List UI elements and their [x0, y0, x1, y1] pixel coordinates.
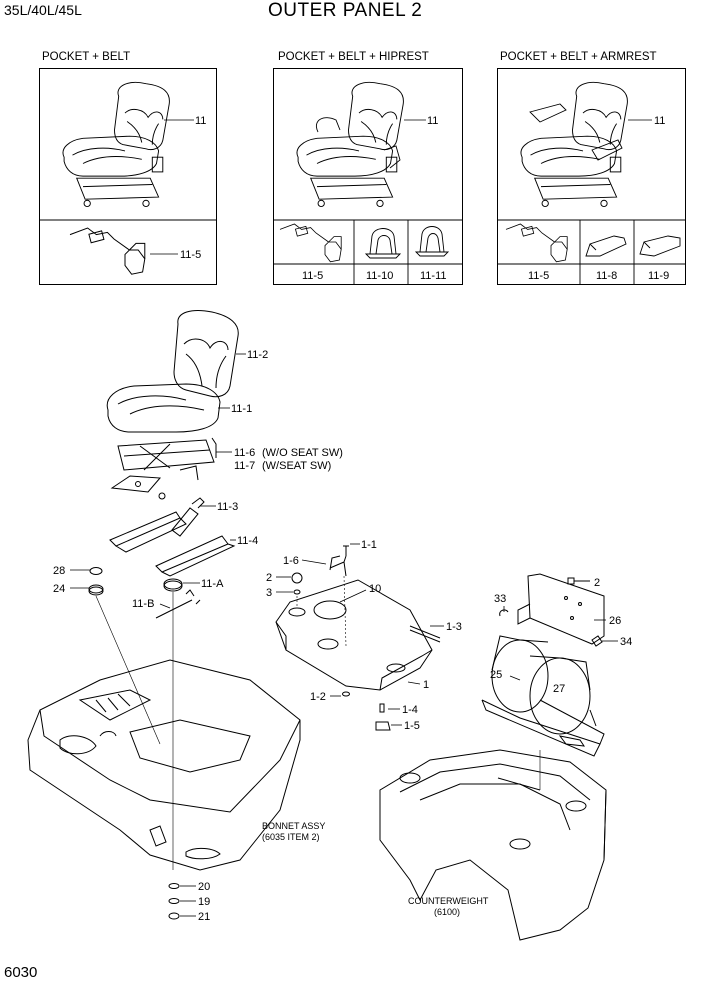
callout-11-10: 11-10 [366, 270, 393, 282]
callout-27: 27 [553, 683, 565, 695]
counterweight-assembly [379, 749, 607, 941]
seat-rails [109, 511, 236, 577]
part-3-washer [293, 589, 301, 595]
part-1-4-pin [379, 703, 385, 713]
part-1-5-bumper [375, 721, 391, 731]
option-box-pocket-belt-hiprest [273, 68, 463, 285]
part-25-27-cylinder-holder [481, 635, 605, 757]
part-34-nut [591, 635, 603, 647]
callout-11-opt2: 11 [427, 115, 438, 127]
armrest-right-icon [639, 235, 681, 257]
part-1-2-washer [342, 691, 350, 697]
callout-11-6: 11-6 [234, 447, 255, 459]
callout-1-5: 1-5 [404, 720, 420, 732]
callout-11-4: 11-4 [237, 535, 258, 547]
part-1-3-rod [409, 625, 441, 643]
hiprest-right-icon [414, 226, 450, 257]
page-number: 6030 [4, 964, 38, 981]
callout-26: 26 [609, 615, 621, 627]
part-19-washer [168, 898, 180, 904]
part-28-cap [89, 567, 103, 575]
page-title: OUTER PANEL 2 [268, 0, 423, 21]
gas-spring [171, 497, 205, 537]
callout-1-1: 1-1 [361, 539, 377, 551]
bonnet-assembly [27, 659, 301, 871]
seat-backrest [173, 310, 239, 398]
callout-11-6-note: (W/O SEAT SW) [262, 447, 343, 459]
callout-11-A: 11-A [201, 578, 224, 590]
callout-24: 24 [53, 583, 65, 595]
seat-belt-icon-opt1 [69, 227, 146, 275]
part-26-bracket-plate [517, 573, 605, 645]
option-1-title: POCKET + BELT [42, 51, 131, 63]
part-1-1-bolt [343, 545, 349, 556]
callout-11-opt3: 11 [654, 115, 665, 127]
callout-11-5-opt1: 11-5 [180, 249, 201, 261]
callout-2-right: 2 [594, 577, 600, 589]
counterweight-label-line2: (6100) [434, 907, 460, 917]
seat-belt-icon-opt3 [505, 223, 568, 263]
part-24-grommet [88, 584, 104, 594]
seat-suspension-base [110, 437, 217, 500]
callout-3: 3 [266, 587, 272, 599]
model-list: 35L/40L/45L [4, 2, 82, 18]
seat-belt-icon-opt2 [279, 223, 342, 263]
bonnet-label-line1: BONNET ASSY [262, 821, 325, 831]
callout-11-11: 11-11 [420, 270, 447, 282]
seat-cushion [106, 383, 221, 433]
armrest-left-icon [585, 235, 627, 257]
part-1-cover-panel [275, 579, 433, 691]
callout-11-B: 11-B [132, 598, 154, 610]
callout-1-2: 1-2 [310, 691, 326, 703]
option-2-title: POCKET + BELT + HIPREST [278, 51, 429, 63]
callout-10: 10 [369, 583, 381, 595]
callout-21: 21 [198, 911, 210, 923]
seat-assembly-armrest-icon [520, 81, 652, 208]
callout-20: 20 [198, 881, 210, 893]
part-10-plug [313, 600, 347, 620]
part-11-b-harness [155, 589, 201, 619]
callout-11-2: 11-2 [247, 349, 268, 361]
callout-19: 19 [198, 896, 210, 908]
option-box-pocket-belt-armrest [497, 68, 686, 285]
part-2-knob [291, 572, 303, 584]
seat-assembly-hiprest-icon [296, 81, 426, 208]
callout-11-9: 11-9 [648, 270, 669, 282]
callout-11-7: 11-7 [234, 460, 255, 472]
callout-11-3: 11-3 [217, 501, 238, 513]
callout-33: 33 [494, 593, 506, 605]
seat-assembly-icon-option-1 [62, 81, 194, 208]
bonnet-label-line2: (6035 ITEM 2) [262, 832, 320, 842]
part-20-washer [168, 883, 180, 889]
callout-1-6: 1-6 [283, 555, 299, 567]
callout-11-5-opt3: 11-5 [528, 270, 549, 282]
hiprest-left-icon [364, 228, 402, 259]
callout-1-4: 1-4 [402, 704, 418, 716]
callout-28: 28 [53, 565, 65, 577]
callout-11-8: 11-8 [596, 270, 617, 282]
callout-34: 34 [620, 636, 632, 648]
part-1-6-handle [329, 555, 347, 577]
part-33-clip [499, 609, 509, 617]
callout-25: 25 [490, 669, 502, 681]
callout-2-left: 2 [266, 572, 272, 584]
callout-11-1: 11-1 [231, 403, 252, 415]
callout-11-7-note: (W/SEAT SW) [262, 460, 331, 472]
callout-11-opt1: 11 [195, 115, 206, 127]
callout-1-3: 1-3 [446, 621, 462, 633]
callout-1: 1 [423, 679, 429, 691]
option-box-pocket-belt [39, 68, 217, 285]
part-21-nut [168, 912, 180, 920]
callout-11-5-opt2: 11-5 [302, 270, 323, 282]
part-2-bolt-right [567, 577, 590, 585]
part-11-a-ring [163, 578, 183, 590]
counterweight-label-line1: COUNTERWEIGHT [408, 896, 489, 906]
option-3-title: POCKET + BELT + ARMREST [500, 51, 657, 63]
